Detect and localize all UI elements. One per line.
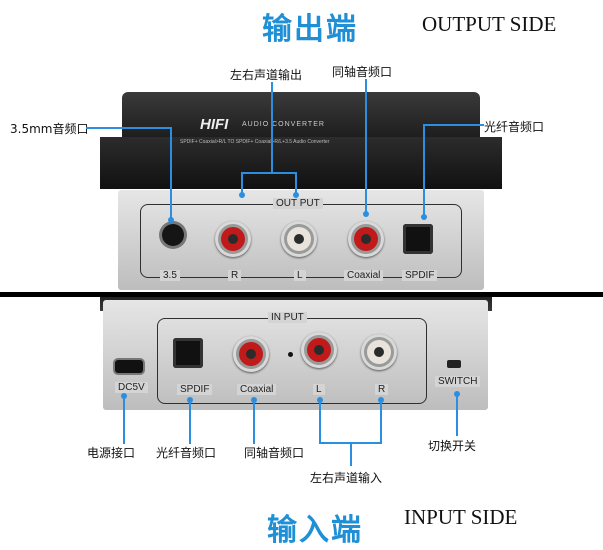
leader-lr-in-l bbox=[319, 400, 321, 444]
input-label-r: R bbox=[375, 384, 389, 395]
output-label-spdif: SPDIF bbox=[402, 270, 438, 281]
callout-coaxial-input: 同轴音频口 bbox=[244, 446, 305, 460]
input-separator-dot bbox=[288, 352, 293, 357]
leader-dot bbox=[293, 192, 299, 198]
callout-lr-output: 左右声道输出 bbox=[230, 68, 303, 82]
output-panel-title: OUT PUT bbox=[273, 198, 323, 209]
callout-power-port: 电源接口 bbox=[87, 446, 136, 460]
callout-optical-output: 光纤音频口 bbox=[484, 120, 545, 134]
leader-dot bbox=[168, 217, 174, 223]
output-r-jack[interactable] bbox=[215, 221, 251, 257]
output-side-title-en: OUTPUT SIDE bbox=[422, 12, 557, 36]
leader-dot bbox=[239, 192, 245, 198]
output-side-title-cn: 输出端 bbox=[262, 12, 358, 47]
device-brand: HIFI bbox=[200, 116, 229, 133]
leader-35-h bbox=[86, 127, 172, 129]
callout-coaxial-output: 同轴音频口 bbox=[332, 65, 393, 79]
output-coaxial-jack[interactable] bbox=[348, 221, 384, 257]
leader-switch bbox=[456, 394, 458, 436]
output-l-jack[interactable] bbox=[281, 221, 317, 257]
leader-opt-in bbox=[189, 400, 191, 444]
output-label-coaxial: Coaxial bbox=[344, 270, 384, 281]
input-label-coaxial: Coaxial bbox=[237, 384, 277, 395]
leader-lr-out-l bbox=[295, 172, 297, 194]
input-coaxial-jack[interactable] bbox=[233, 336, 269, 372]
leader-coax-out bbox=[365, 79, 367, 213]
input-label-spdif: SPDIF bbox=[177, 384, 213, 395]
leader-lr-out-bar bbox=[241, 172, 297, 174]
input-label-l: L bbox=[313, 384, 325, 395]
callout-35mm-jack: 3.5mm音频口 bbox=[10, 122, 89, 136]
input-label-switch: SWITCH bbox=[435, 376, 481, 387]
input-side-title-en: INPUT SIDE bbox=[404, 505, 518, 529]
input-panel-title: IN PUT bbox=[268, 312, 307, 323]
device-brand-sub: AUDIO CONVERTER bbox=[242, 121, 325, 128]
input-panel: IN PUT DC5V SPDIF Coaxial L R SWITCH bbox=[103, 300, 488, 410]
output-label-l: L bbox=[294, 270, 306, 281]
leader-lr-out-stem bbox=[271, 82, 273, 172]
device-top-body: SPDIF+ Coaxial>R/L TO SPDIF+ Coaxial+R/L… bbox=[100, 137, 502, 189]
input-switch[interactable] bbox=[447, 360, 461, 368]
callout-switch: 切换开关 bbox=[428, 439, 477, 453]
leader-dot bbox=[421, 214, 427, 220]
callout-lr-input: 左右声道输入 bbox=[310, 471, 383, 485]
leader-opt-out-v bbox=[423, 124, 425, 218]
leader-lr-out-r bbox=[241, 172, 243, 194]
side-divider bbox=[0, 292, 603, 297]
input-label-dc5v: DC5V bbox=[115, 382, 148, 393]
leader-lr-in-stem bbox=[350, 442, 352, 466]
output-label-35: 3.5 bbox=[160, 270, 180, 281]
leader-lr-in-r bbox=[380, 400, 382, 444]
device-top-cover: HIFI AUDIO CONVERTER bbox=[122, 92, 480, 137]
leader-opt-out-h bbox=[424, 124, 484, 126]
input-l-jack[interactable] bbox=[301, 332, 337, 368]
leader-coax-in bbox=[253, 400, 255, 444]
input-side-title-cn: 输入端 bbox=[267, 513, 363, 548]
leader-35-v bbox=[170, 127, 172, 219]
output-35mm-jack[interactable] bbox=[162, 224, 184, 246]
callout-optical-input: 光纤音频口 bbox=[156, 446, 217, 460]
output-spdif-port[interactable] bbox=[403, 224, 433, 254]
input-spdif-port[interactable] bbox=[173, 338, 203, 368]
device-tagline: SPDIF+ Coaxial>R/L TO SPDIF+ Coaxial+R/L… bbox=[180, 139, 330, 145]
output-label-r: R bbox=[228, 270, 242, 281]
leader-power bbox=[123, 396, 125, 444]
dc-power-port[interactable] bbox=[115, 360, 143, 373]
output-panel: OUT PUT 3.5 R L Coaxial SPDIF bbox=[118, 190, 484, 290]
leader-dot bbox=[363, 211, 369, 217]
input-r-jack[interactable] bbox=[361, 334, 397, 370]
